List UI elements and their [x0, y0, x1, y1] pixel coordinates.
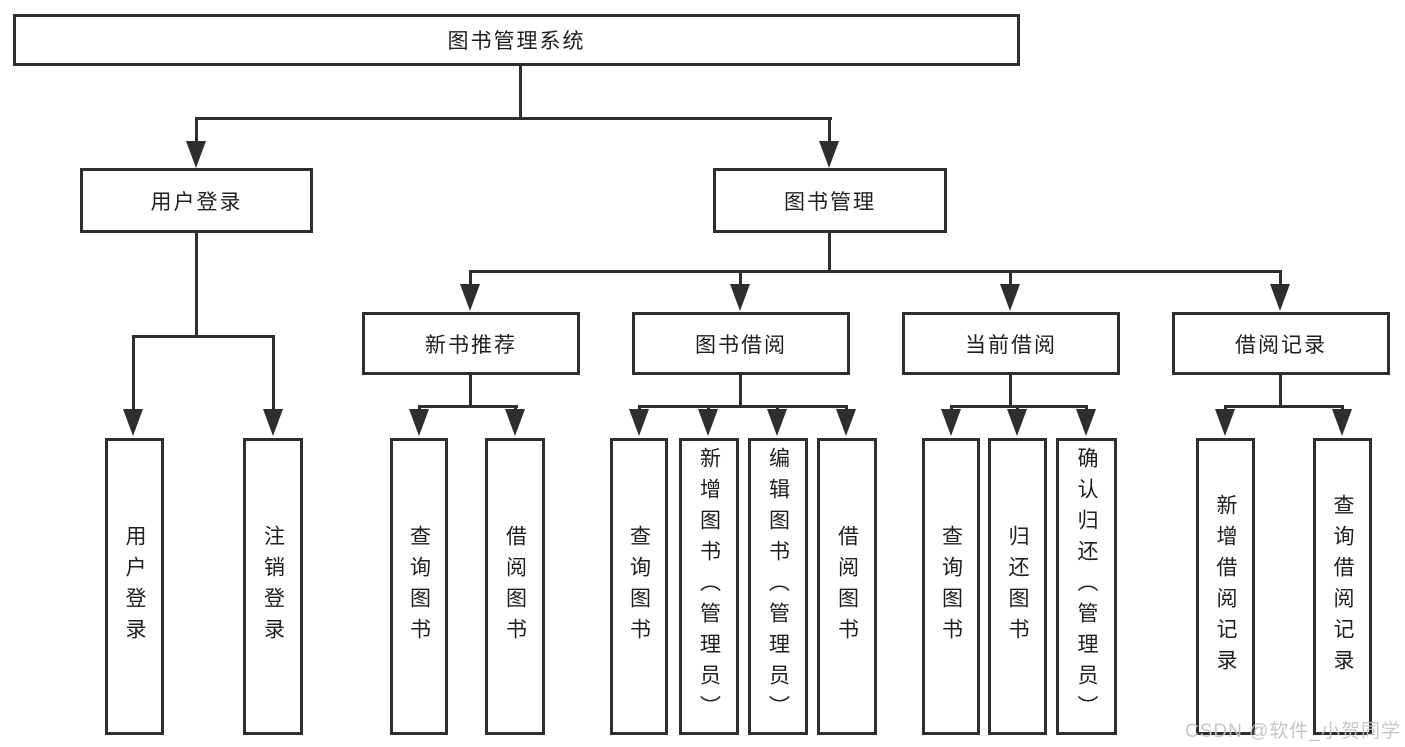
connector-stem-leaf	[418, 405, 421, 412]
leaf-confirm-return-admin: 确认归还（管理员）	[1056, 438, 1117, 735]
leaf-query-borrow-record: 查询借阅记录	[1313, 438, 1372, 735]
arrow-down-icon	[263, 409, 283, 436]
connector-stem-leaf	[1341, 405, 1344, 412]
connector-stem-leaf	[132, 335, 135, 412]
node-book-management-label: 图书管理	[784, 190, 876, 214]
node-user-login-label: 用户登录	[150, 190, 243, 214]
connector-root-stem	[519, 66, 522, 118]
leaf-query-books-recommend: 查询图书	[390, 438, 448, 735]
connector-stem-leaf	[776, 405, 779, 412]
connector-hline	[638, 405, 848, 408]
connector-stem-leaf	[707, 405, 710, 412]
leaf-borrow-books-label: 借阅图书	[503, 524, 527, 649]
arrow-down-icon	[941, 409, 961, 436]
connector-stem-level3	[1279, 270, 1282, 286]
arrow-down-icon	[730, 284, 750, 311]
leaf-add-books-admin-label: 新增图书（管理员）	[697, 447, 721, 726]
arrow-down-icon	[819, 141, 839, 168]
leaf-user-login-label: 用户登录	[123, 524, 146, 649]
connector-stem	[1009, 375, 1012, 408]
arrow-down-icon	[409, 409, 429, 436]
node-root: 图书管理系统	[13, 14, 1020, 66]
leaf-query-books-current: 查询图书	[922, 438, 980, 735]
node-book-borrowing: 图书借阅	[632, 312, 850, 375]
leaf-query-books-label: 查询图书	[939, 524, 963, 649]
connector-stem-leaf	[1085, 405, 1088, 412]
connector-stem-leaf	[638, 405, 641, 412]
connector-stem-leaf	[845, 405, 848, 412]
connector-stem-level3	[469, 270, 472, 286]
leaf-edit-books-admin-label: 编辑图书（管理员）	[766, 447, 790, 726]
leaf-borrow-books-label: 借阅图书	[835, 524, 859, 649]
arrow-down-icon	[836, 409, 856, 436]
node-book-management: 图书管理	[713, 168, 947, 233]
leaf-borrow-books-recommend: 借阅图书	[485, 438, 545, 735]
arrow-down-icon	[629, 409, 649, 436]
connector-stem	[1279, 375, 1282, 408]
leaf-return-books: 归还图书	[988, 438, 1047, 735]
connector-hline	[418, 405, 518, 408]
connector-stem-leaf	[950, 405, 953, 412]
connector-book-mgmt-hline	[469, 270, 1282, 273]
leaf-user-login: 用户登录	[105, 438, 164, 735]
connector-user-login-stem	[195, 233, 198, 338]
leaf-add-books-admin: 新增图书（管理员）	[679, 438, 739, 735]
connector-stem-level3	[1009, 270, 1012, 286]
leaf-edit-books-admin: 编辑图书（管理员）	[748, 438, 808, 735]
leaf-borrow-books: 借阅图书	[817, 438, 877, 735]
arrow-down-icon	[460, 284, 480, 311]
arrow-down-icon	[1000, 284, 1020, 311]
arrow-down-icon	[1076, 409, 1096, 436]
node-borrowing-records: 借阅记录	[1172, 312, 1390, 375]
leaf-return-books-label: 归还图书	[1006, 524, 1029, 649]
connector-stem-leaf	[514, 405, 517, 412]
node-root-label: 图书管理系统	[447, 30, 586, 53]
node-new-book-recommend: 新书推荐	[362, 312, 580, 375]
arrow-down-icon	[186, 141, 206, 168]
leaf-query-books-label: 查询图书	[407, 524, 431, 649]
connector-stem-level3	[739, 270, 742, 286]
leaf-logout-label: 注销登录	[261, 524, 285, 649]
connector-stem-leaf	[1224, 405, 1227, 412]
arrow-down-icon	[767, 409, 787, 436]
arrow-down-icon	[123, 409, 143, 436]
connector-stem-book-mgmt	[828, 117, 831, 144]
connector-hline	[1224, 405, 1344, 408]
connector-stem	[469, 375, 472, 408]
arrow-down-icon	[1007, 409, 1027, 436]
connector-stem	[739, 375, 742, 408]
csdn-watermark: CSDN @软件_小贺同学	[1185, 721, 1401, 742]
node-new-book-recommend-label: 新书推荐	[425, 333, 517, 357]
leaf-query-books-label: 查询图书	[627, 524, 651, 649]
leaf-query-borrow-record-label: 查询借阅记录	[1331, 493, 1354, 680]
node-user-login: 用户登录	[80, 168, 313, 233]
arrow-down-icon	[698, 409, 718, 436]
arrow-down-icon	[1215, 409, 1235, 436]
connector-book-mgmt-stem	[828, 233, 831, 272]
arrow-down-icon	[1270, 284, 1290, 311]
node-current-borrowing: 当前借阅	[902, 312, 1120, 375]
arrow-down-icon	[1332, 409, 1352, 436]
connector-stem-leaf	[1016, 405, 1019, 412]
leaf-logout: 注销登录	[243, 438, 303, 735]
leaf-confirm-return-admin-label: 确认归还（管理员）	[1075, 447, 1098, 726]
node-current-borrowing-label: 当前借阅	[965, 333, 1057, 357]
connector-stem-user-login	[195, 117, 198, 144]
connector-root-hline	[196, 117, 832, 120]
node-borrowing-records-label: 借阅记录	[1235, 333, 1327, 357]
node-book-borrowing-label: 图书借阅	[695, 333, 787, 357]
leaf-query-books-borrowing: 查询图书	[610, 438, 668, 735]
arrow-down-icon	[505, 409, 525, 436]
connector-user-login-hline	[132, 335, 275, 338]
leaf-add-borrow-record: 新增借阅记录	[1196, 438, 1255, 735]
leaf-add-borrow-record-label: 新增借阅记录	[1214, 493, 1237, 680]
connector-stem-leaf	[272, 335, 275, 412]
